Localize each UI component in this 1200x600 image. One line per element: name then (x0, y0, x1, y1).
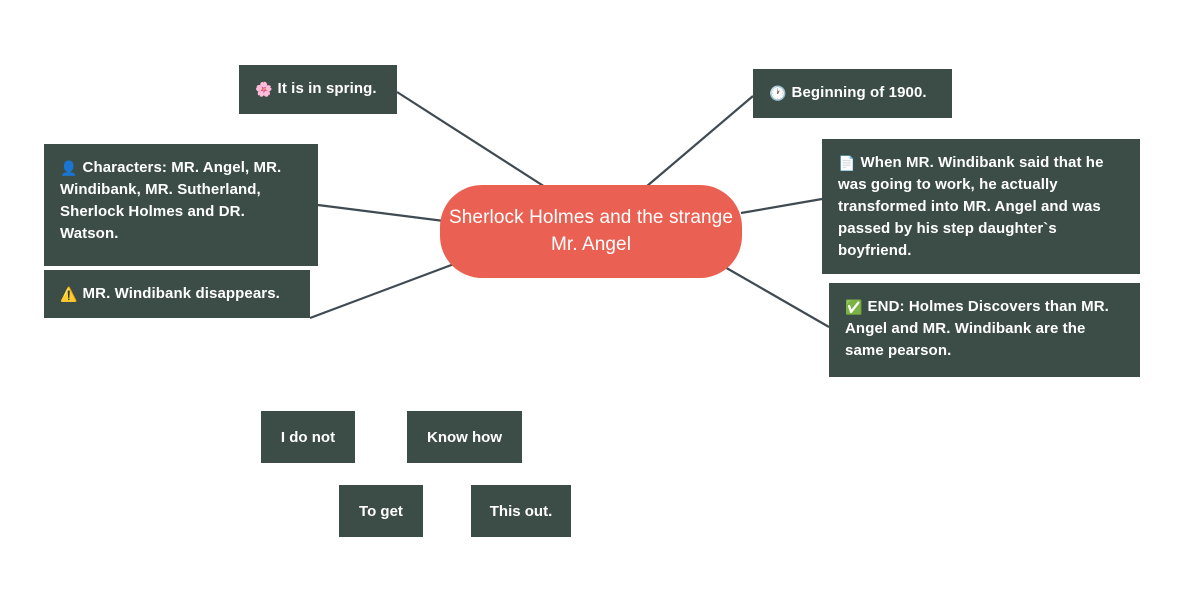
node-end-text: ✅END: Holmes Discovers than MR. Angel an… (845, 296, 1124, 362)
note-this-out[interactable]: This out. (471, 485, 571, 537)
connector-characters (317, 203, 445, 223)
node-disappears-label: MR. Windibank disappears. (82, 285, 280, 302)
connector-spring (396, 91, 557, 195)
note-to-get-label: To get (359, 502, 403, 520)
root-label: Sherlock Holmes and the strange Mr. Ange… (448, 206, 734, 255)
connector-plot (740, 197, 823, 215)
root-node[interactable]: Sherlock Holmes and the strange Mr. Ange… (440, 185, 742, 278)
connector-end (722, 265, 830, 328)
node-plot-text: 📄When MR. Windibank said that he was goi… (838, 152, 1124, 261)
clock-icon: 🕐 (769, 86, 787, 102)
cherry-blossom-icon: 🌸 (255, 82, 273, 98)
note-this-out-label: This out. (489, 502, 553, 520)
node-characters-text: 👤Characters: MR. Angel, MR. Windibank, M… (60, 157, 302, 245)
note-i-do-not[interactable]: I do not (261, 411, 355, 463)
note-to-get[interactable]: To get (339, 485, 423, 537)
node-end[interactable]: ✅END: Holmes Discovers than MR. Angel an… (829, 283, 1140, 377)
node-time[interactable]: 🕐Beginning of 1900. (753, 69, 952, 118)
node-disappears[interactable]: ⚠️MR. Windibank disappears. (44, 270, 310, 318)
note-know-how-label: Know how (427, 428, 502, 446)
node-plot-label: When MR. Windibank said that he was goin… (838, 154, 1108, 259)
person-icon: 👤 (60, 161, 78, 177)
connector-time (639, 95, 754, 193)
node-spring-label: It is in spring. (277, 80, 377, 97)
connector-disappears (309, 259, 463, 320)
node-spring[interactable]: 🌸It is in spring. (239, 65, 397, 114)
node-spring-text: 🌸It is in spring. (255, 78, 381, 100)
warning-icon: ⚠️ (60, 287, 78, 303)
node-plot[interactable]: 📄When MR. Windibank said that he was goi… (822, 139, 1140, 274)
node-characters-label: Characters: MR. Angel, MR. Windibank, MR… (60, 159, 286, 242)
node-end-label: END: Holmes Discovers than MR. Angel and… (845, 298, 1113, 360)
check-mark-icon: ✅ (845, 300, 863, 316)
node-disappears-text: ⚠️MR. Windibank disappears. (60, 283, 294, 305)
note-i-do-not-label: I do not (280, 428, 336, 446)
node-characters[interactable]: 👤Characters: MR. Angel, MR. Windibank, M… (44, 144, 318, 266)
page-icon: 📄 (838, 156, 856, 172)
node-time-text: 🕐Beginning of 1900. (769, 82, 936, 104)
note-know-how[interactable]: Know how (407, 411, 522, 463)
node-time-label: Beginning of 1900. (791, 84, 927, 101)
